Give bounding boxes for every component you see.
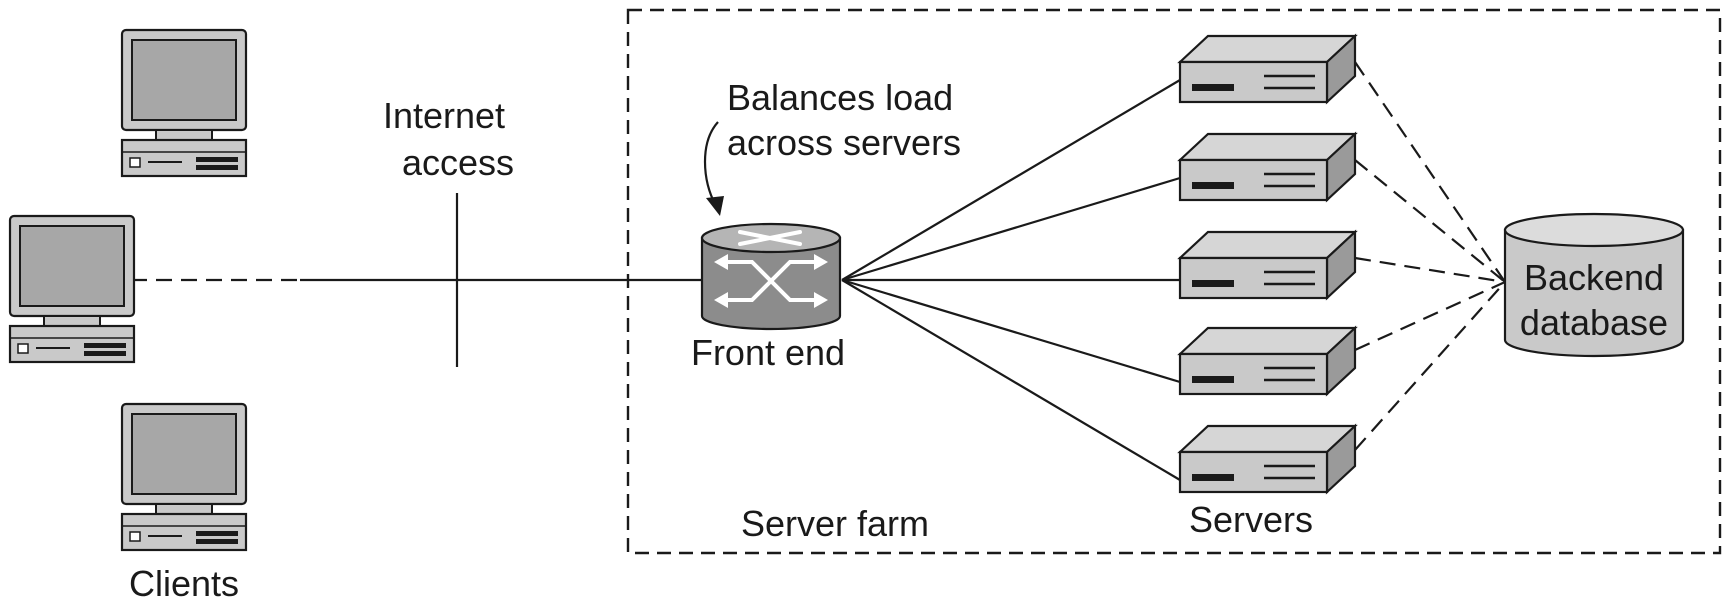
annotation-label-line1: Balances load [727, 77, 953, 118]
desktop-computer-icon [120, 28, 248, 178]
server-links [841, 79, 1181, 481]
servers-label: Servers [1189, 499, 1313, 540]
internet-access-label-line2: access [402, 142, 514, 183]
server-icon [1178, 34, 1357, 104]
client-computer-middle [8, 214, 136, 364]
server-farm-boundary [626, 8, 1722, 555]
server-icon [1178, 326, 1357, 396]
client-computer-top [120, 28, 248, 178]
annotation-arrow [703, 121, 719, 207]
router-icon [700, 222, 842, 331]
desktop-computer-icon [120, 402, 248, 552]
database-label-line1: Backend [1524, 257, 1664, 298]
server-icon [1178, 230, 1357, 300]
database-links [1354, 61, 1506, 451]
server-farm-label: Server farm [741, 503, 929, 544]
annotation-label-line2: across servers [727, 122, 961, 163]
arrowhead-icon [706, 196, 724, 216]
internet-access-label-line1: Internet [383, 95, 505, 136]
server-icon [1178, 424, 1357, 494]
front-end-label: Front end [691, 332, 845, 373]
client-computer-bottom [120, 402, 248, 552]
database-label-line2: database [1520, 302, 1668, 343]
server-icon [1178, 132, 1357, 202]
database-cylinder-icon [1503, 212, 1685, 358]
clients-label: Clients [129, 563, 239, 602]
desktop-computer-icon [8, 214, 136, 364]
